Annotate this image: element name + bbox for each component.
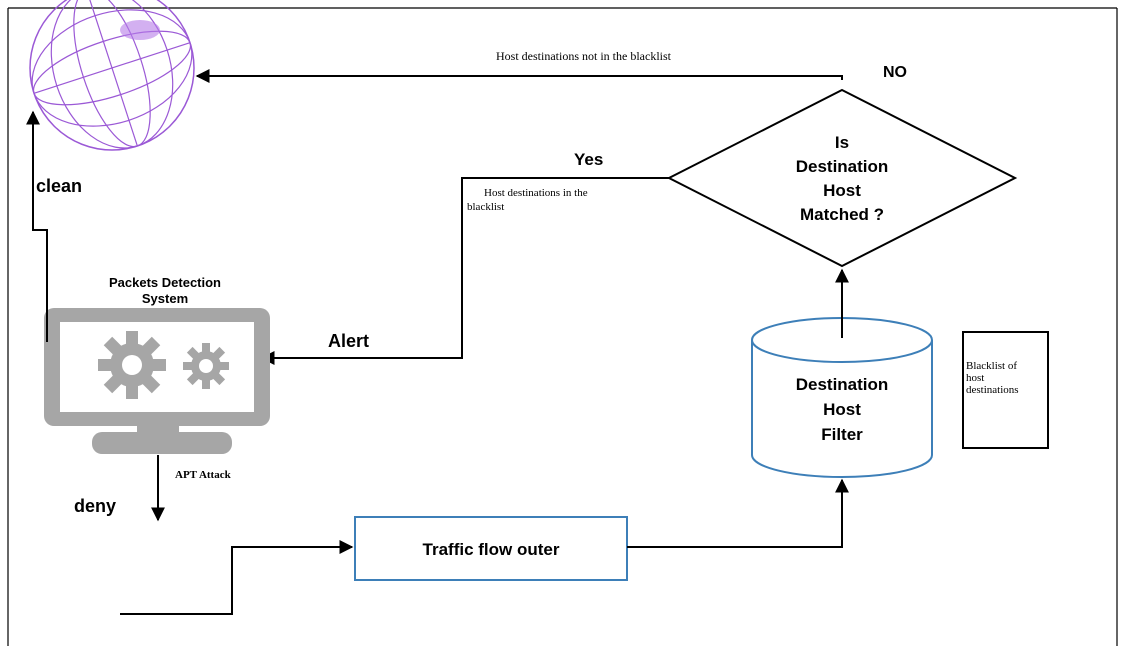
in-blacklist-line2: blacklist xyxy=(467,201,504,213)
clean-arrow xyxy=(26,110,48,342)
decision-line3: Host xyxy=(823,181,861,200)
traffic-flow-box xyxy=(354,516,628,581)
decision-line2: Destination xyxy=(796,157,889,176)
no-label: NO xyxy=(883,64,907,81)
filter-line1: Destination xyxy=(796,375,889,394)
decision-line4: Matched ? xyxy=(800,205,884,224)
blacklist-line2: host xyxy=(966,372,984,384)
deny-label: deny xyxy=(74,496,116,516)
pds-line1: Packets Detection xyxy=(109,275,221,290)
blacklist-box xyxy=(962,331,1049,449)
decision-diamond xyxy=(666,88,1018,268)
traffic-to-filter-arrow xyxy=(627,478,849,548)
no-branch-arrow xyxy=(195,69,843,83)
yes-label: Yes xyxy=(574,150,603,169)
blacklist-line1: Blacklist of xyxy=(966,360,1017,372)
alert-label: Alert xyxy=(328,331,369,351)
filter-line2: Host xyxy=(823,400,861,419)
clean-label: clean xyxy=(36,176,82,196)
globe-icon xyxy=(29,0,195,151)
in-blacklist-line1: Host destinations in the xyxy=(484,187,588,199)
decision-line1: Is xyxy=(835,133,849,152)
destination-host-filter xyxy=(751,317,933,478)
apt-attack-label: APT Attack xyxy=(175,469,232,481)
pds-line2: System xyxy=(142,291,188,306)
not-in-blacklist-label: Host destinations not in the blacklist xyxy=(496,49,672,63)
traffic-flow-label: Traffic flow outer xyxy=(423,540,560,559)
computer-gears-icon xyxy=(44,308,270,454)
input-arrow xyxy=(120,540,354,615)
yes-branch-arrow xyxy=(260,177,669,365)
blacklist-line3: destinations xyxy=(966,384,1019,396)
filter-line3: Filter xyxy=(821,425,863,444)
